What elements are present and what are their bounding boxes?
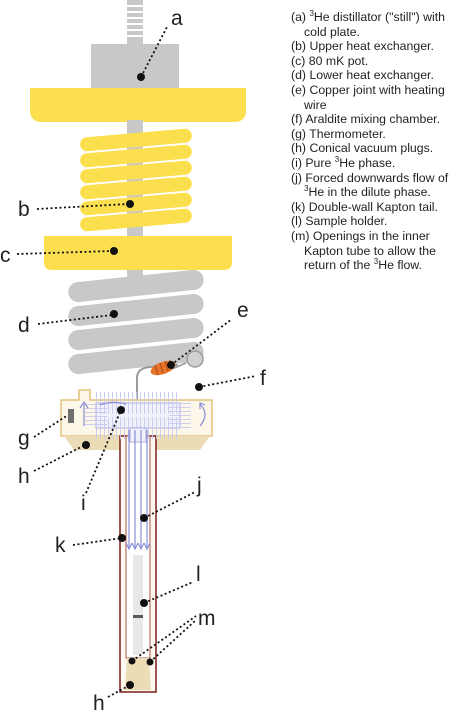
legend-superscript: 3	[304, 184, 309, 194]
legend-letter: (i)	[291, 155, 302, 170]
upper-heat-exchanger	[80, 128, 192, 232]
legend-text: Upper heat exchanger.	[309, 39, 434, 54]
label-j: j	[196, 474, 202, 497]
legend-text: Thermometer.	[309, 126, 386, 141]
label-l: l	[196, 563, 201, 586]
legend-item: (k) Double-wall Kapton tail.	[291, 200, 463, 215]
label-a: a	[171, 7, 183, 30]
legend-item: (c) 80 mK pot.	[291, 54, 463, 69]
legend-text: Double-wall Kapton tail.	[308, 199, 438, 214]
legend-item: (f) Araldite mixing chamber.	[291, 112, 463, 127]
still-cold-plate	[30, 88, 246, 122]
label-h-upper: h	[18, 465, 30, 488]
lower-heat-exchanger	[68, 269, 204, 375]
legend-text: Forced downwards flow of	[305, 170, 449, 185]
legend-letter: (d)	[291, 68, 307, 83]
legend-letter: (g)	[291, 126, 307, 141]
he3-flow-arrows	[79, 400, 206, 551]
legend-item: (a) 3He distillator ("still") with cold …	[291, 8, 463, 39]
legend-item: (m) Openings in the inner Kapton tube to…	[291, 229, 463, 273]
legend-letter: (m)	[291, 228, 310, 243]
legend-text: Openings in the inner Kapton tube to all…	[304, 228, 436, 273]
legend-text: Pure	[305, 155, 335, 170]
pure-he3-phase	[85, 392, 191, 443]
sample-holder	[133, 555, 143, 655]
legend-superscript: 3	[373, 257, 379, 266]
label-b: b	[18, 198, 30, 221]
leader-lines	[16, 24, 257, 698]
legend-item: (j) Forced downwards flow of 3He in the …	[291, 171, 463, 200]
legend-letter: (e)	[291, 82, 307, 97]
legend-text: 80 mK pot.	[308, 53, 369, 68]
label-f: f	[260, 367, 266, 390]
legend-letter: (k)	[291, 199, 306, 214]
legend-superscript: 3	[309, 8, 314, 18]
label-d: d	[18, 314, 30, 337]
legend-text-cont: He distillator ("still") with cold plate…	[304, 10, 445, 39]
legend-item: (d) Lower heat exchanger.	[291, 68, 463, 83]
legend-item: (g) Thermometer.	[291, 127, 463, 142]
legend-letter: (f)	[291, 112, 303, 127]
legend-text: Araldite mixing chamber.	[305, 112, 441, 127]
still-body	[91, 44, 179, 92]
legend-letter: (l)	[291, 214, 302, 229]
legend-letter: (j)	[291, 170, 302, 185]
legend-item: (h) Conical vacuum plugs.	[291, 141, 463, 156]
legend-text-cont: He in the dilute phase.	[308, 185, 431, 200]
legend-text-cont: He phase.	[339, 155, 396, 170]
legend-item: (b) Upper heat exchanger.	[291, 39, 463, 54]
thermometer	[68, 409, 74, 423]
legend-text: Sample holder.	[305, 214, 388, 229]
legend-text-cont: He flow.	[378, 258, 422, 273]
legend-item: (e) Copper joint with heating wire	[291, 83, 463, 112]
legend-item: (i) Pure 3He phase.	[291, 154, 463, 171]
legend: (a) 3He distillator ("still") with cold …	[291, 8, 463, 273]
sample	[133, 615, 143, 618]
label-e: e	[237, 299, 249, 322]
pointer-dots	[82, 73, 203, 689]
legend-letter: (a)	[291, 10, 307, 24]
label-k: k	[55, 534, 66, 557]
label-c: c	[0, 244, 11, 267]
legend-text: Copper joint with heating wire	[304, 82, 445, 112]
label-i: i	[81, 492, 86, 515]
label-h-lower: h	[93, 692, 105, 715]
pot-80mk	[44, 236, 232, 270]
legend-letter: (h)	[291, 141, 307, 156]
legend-item: (l) Sample holder.	[291, 214, 463, 229]
legend-superscript: 3	[334, 154, 340, 164]
legend-letter: (b)	[291, 39, 307, 54]
label-m: m	[198, 607, 216, 630]
legend-text: Conical vacuum plugs.	[309, 141, 434, 156]
top-stem	[127, 0, 143, 44]
label-g: g	[18, 427, 30, 450]
legend-text: Lower heat exchanger.	[309, 68, 434, 83]
legend-letter: (c)	[291, 53, 306, 68]
